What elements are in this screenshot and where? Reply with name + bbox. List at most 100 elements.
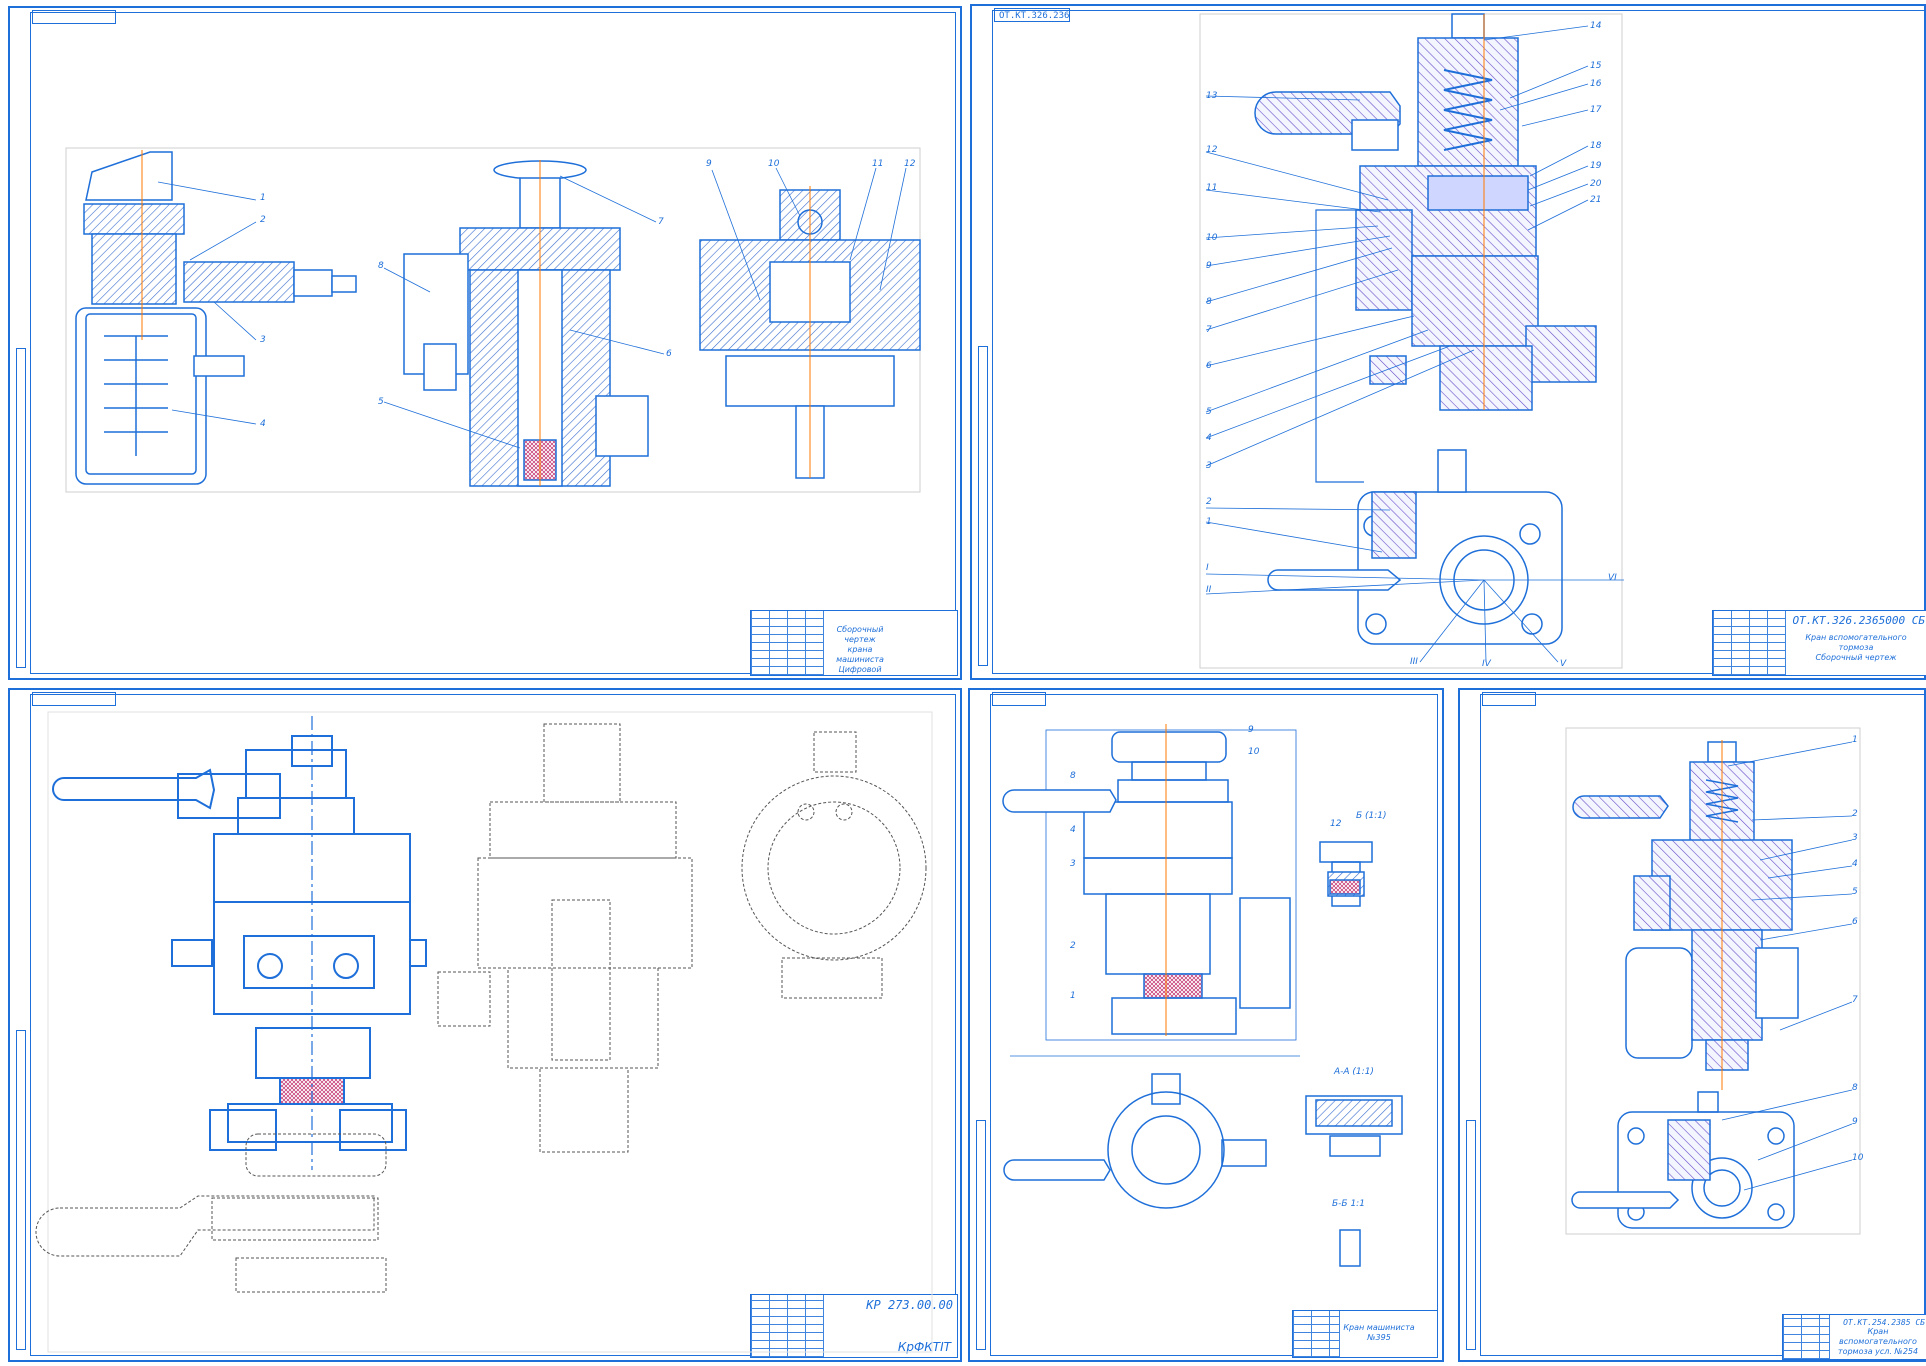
sheet-tag: ОТ.КТ.326.2365000 СБ [994, 8, 1070, 22]
binding-strip [16, 1030, 26, 1350]
sheet5-callouts: 1 2 3 4 5 6 7 8 9 10 [1852, 735, 1864, 1163]
drawing-sheet-4: Кран машиниста №395 [968, 688, 1444, 1362]
binding-strip [1466, 1120, 1476, 1350]
callout-11: 11 [872, 159, 883, 169]
callout-19: 19 [1590, 161, 1602, 171]
callout-10: 10 [768, 159, 780, 169]
callout-1: 1 [1070, 991, 1076, 1001]
callout-5: 5 [1852, 887, 1858, 897]
callout-6: 6 [1206, 361, 1212, 371]
callout-2: 2 [1852, 809, 1858, 819]
title-block: КР 273.00.00 КрФКТІТ [750, 1294, 958, 1358]
sheet1-callouts: 1 2 3 4 5 6 7 8 9 10 11 12 [260, 159, 916, 429]
drawing-code: КР 273.00.00 [866, 1298, 953, 1312]
sheet-tag [992, 692, 1046, 706]
title-block: ОТ.КТ.326.2365000 СБ Кран вспомогательно… [1712, 610, 1926, 676]
sheet-frame [30, 694, 956, 1356]
title-line-2: Сборочный чертеж [1815, 653, 1897, 662]
sheet-frame [30, 12, 956, 674]
callout-16: 16 [1590, 79, 1602, 89]
callout-14: 14 [1590, 21, 1602, 31]
sheet2-leaders [1205, 25, 1624, 663]
callout-3: 3 [260, 335, 266, 345]
callout-II: II [1206, 585, 1212, 595]
callout-10: 10 [1248, 747, 1260, 757]
section-label-bb: Б-Б 1:1 [1332, 1199, 1365, 1209]
callout-1: 1 [260, 193, 266, 203]
title-block: Сборочный чертеж кранa машиниста Цифрово… [750, 610, 958, 676]
title-line-2: №395 [1367, 1333, 1391, 1342]
binding-strip [978, 346, 988, 666]
callout-5: 5 [378, 397, 384, 407]
title-block: ОТ.КТ.254.2385 СБ Кран вспомогательного … [1782, 1314, 1926, 1360]
callout-15: 15 [1590, 61, 1602, 71]
callout-11: 11 [1206, 183, 1217, 193]
section-label-aa: А-А (1:1) [1333, 1067, 1374, 1077]
callout-9: 9 [706, 159, 712, 169]
callout-12: 12 [1330, 819, 1342, 829]
sheet1-drawing [65, 147, 921, 493]
title-line-2: тормоза усл. №254 [1837, 1347, 1919, 1356]
callout-4: 4 [1206, 433, 1212, 443]
callout-2: 2 [1206, 497, 1212, 507]
sheet4-drawing [1002, 724, 1403, 1267]
callout-3: 3 [1206, 461, 1212, 471]
callout-7: 7 [658, 217, 664, 227]
callout-10: 10 [1852, 1153, 1864, 1163]
section-label-b: Б (1:1) [1356, 811, 1387, 821]
callout-18: 18 [1590, 141, 1602, 151]
sheet2-callouts: 14 15 16 17 18 19 20 21 13 12 11 10 9 8 … [1206, 21, 1617, 669]
callout-7: 7 [1852, 995, 1858, 1005]
sheet1-leaders [157, 167, 907, 449]
binding-strip [16, 348, 26, 668]
callout-3: 3 [1852, 833, 1858, 843]
callout-8: 8 [378, 261, 384, 271]
title-line-1: Сборочный чертеж [836, 625, 884, 644]
binding-strip [976, 1120, 986, 1350]
callout-I: I [1206, 563, 1209, 573]
callout-2: 2 [1070, 941, 1076, 951]
callout-8: 8 [1206, 297, 1212, 307]
callout-21: 21 [1590, 195, 1601, 205]
sheet4-callouts: 9 10 8 4 3 2 1 12 Б (1:1) А-А (1:1) Б-Б … [1070, 725, 1387, 1209]
callout-8: 8 [1852, 1083, 1858, 1093]
callout-7: 7 [1206, 325, 1212, 335]
callout-9: 9 [1852, 1117, 1858, 1127]
callout-17: 17 [1590, 105, 1602, 115]
callout-2: 2 [260, 215, 266, 225]
sheet2-drawing [1199, 13, 1623, 669]
callout-8: 8 [1070, 771, 1076, 781]
callout-6: 6 [1852, 917, 1858, 927]
callout-20: 20 [1590, 179, 1602, 189]
sheet5-leaders [1721, 741, 1853, 1191]
callout-4: 4 [260, 419, 266, 429]
sheet3-drawing [35, 711, 933, 1353]
callout-4: 4 [1852, 859, 1858, 869]
callout-13: 13 [1206, 91, 1218, 101]
sheet5-drawing [1565, 727, 1861, 1235]
sheet-tag [1482, 692, 1536, 706]
callout-10: 10 [1206, 233, 1218, 243]
sheet-tag [32, 692, 116, 706]
sheet-frame [990, 694, 1438, 1356]
title-block: Кран машиниста №395 [1292, 1310, 1438, 1358]
drawing-code: ОТ.КТ.254.2385 СБ [1843, 1318, 1925, 1327]
title-line-3: Цифровой [838, 665, 882, 674]
title-line-1: Кран вспомогательного тормоза [1805, 633, 1907, 652]
callout-12: 12 [904, 159, 916, 169]
callout-VI: VI [1608, 573, 1617, 583]
drawing-code: ОТ.КТ.326.2365000 СБ [1792, 614, 1925, 627]
callout-12: 12 [1206, 145, 1218, 155]
title-line-1: Кран машиниста [1343, 1323, 1415, 1332]
callout-6: 6 [666, 349, 672, 359]
callout-IV: IV [1482, 659, 1492, 669]
title-line-2: кранa машиниста [836, 645, 884, 664]
callout-9: 9 [1206, 261, 1212, 271]
title-line-1: Кран вспомогательного [1839, 1327, 1917, 1346]
callout-3: 3 [1070, 859, 1076, 869]
callout-V: V [1560, 659, 1567, 669]
callout-9: 9 [1248, 725, 1254, 735]
callout-III: III [1410, 657, 1418, 667]
callout-1: 1 [1206, 517, 1212, 527]
